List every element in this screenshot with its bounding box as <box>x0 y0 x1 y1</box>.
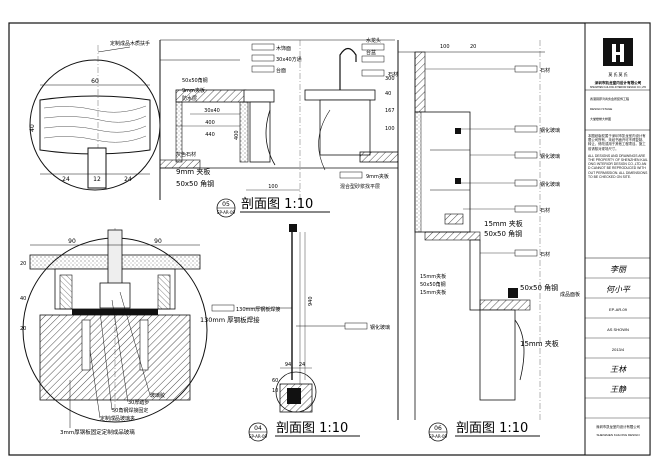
title-section-05: 剖面图 1:10 <box>241 197 313 212</box>
note-cn: 本图纸版权属于深圳市凯龙室内设计有限公司所有，未经书面许可不得复制、转让、修改或… <box>588 134 646 151</box>
s6-label-glass-2: 钢化玻璃 <box>540 153 560 160</box>
s6-label-ply-top: 15mm夹板 <box>420 273 446 280</box>
dim-24-left: 24 <box>62 176 70 183</box>
dim-90-left: 90 <box>68 238 76 245</box>
note-50x50-s6: 50x50 角钢 <box>484 229 522 238</box>
label-counter: 台面 <box>276 67 286 74</box>
label-grey-stone: 灰色石材 <box>176 151 196 158</box>
callout-04-ref: EP-AR-09 <box>249 434 268 439</box>
section-04: 940 94 24 60 10 钢化玻璃 130mm厚钢板焊接 130mm 厚钢… <box>200 224 390 442</box>
callout-05: 05 <box>222 201 230 208</box>
drawing-name: 大堂楼梯大样图 <box>590 116 611 121</box>
label-faucet: 水龙头 <box>366 37 381 44</box>
dim-60: 60 <box>91 78 99 85</box>
label-waterproof: 防水层 <box>182 95 197 102</box>
dim-40-side: 40 <box>385 91 391 97</box>
s6-label-ply-bottom: 15mm夹板 <box>420 289 446 296</box>
project-name: 香港铜锣湾商务会所装饰工程 <box>590 96 629 101</box>
label-steel-plate: 3mm厚钢板固定定制成品玻璃 <box>60 428 135 436</box>
detail-glass-base: 90 90 20 40 20 玻璃胶 30厚踏步 50角钢焊接固定 定制成品玻璃… <box>20 228 208 436</box>
dim-20-s6: 20 <box>470 44 476 50</box>
note-9mm: 9mm 夹板 <box>176 167 210 176</box>
date-value: 2013/4 <box>612 347 625 352</box>
dim-100-bottom: 100 <box>268 184 278 190</box>
handrail-label: 定制成品木质扶手 <box>110 40 150 47</box>
label-square-tube: 30x40方通 <box>276 56 302 63</box>
label-tempered-glass: 钢化玻璃 <box>370 324 390 331</box>
dim-167: 167 <box>385 108 395 114</box>
label-wood: 木饰面 <box>276 45 291 52</box>
label-ply9-r: 9mm夹板 <box>366 173 389 180</box>
label-angle-steel: 50角钢焊接固定 <box>112 407 148 414</box>
signature-1: 李丽 <box>610 265 628 274</box>
label-ply9: 9mm夹板 <box>182 87 205 94</box>
design-phase: DESIGN STAGE <box>590 107 612 111</box>
dim-400: 400 <box>205 120 215 126</box>
s6-label-glass-3: 钢化玻璃 <box>540 181 560 188</box>
signature-3: 王林 <box>610 365 627 374</box>
section-05: 30x40 400 440 100 300 40 400 167 100 木饰面… <box>159 37 399 218</box>
s6-label-stone: 石材 <box>540 67 550 74</box>
drawing-number: EP-AR-09 <box>609 307 628 312</box>
dim-940: 940 <box>308 296 314 306</box>
s6-label-panel: 成品面板 <box>560 291 580 298</box>
s6-label-glass-1: 钢化玻璃 <box>540 127 560 134</box>
label-stone: 石材 <box>388 71 398 78</box>
dim-94: 94 <box>285 362 291 368</box>
label-angle: 50x50角钢 <box>182 77 208 84</box>
note-15mm-top: 15mm 夹板 <box>484 219 523 228</box>
dim-60-s: 60 <box>272 378 278 384</box>
company-name-cn: 深圳市凯龙室内设计有限公司 <box>595 80 642 85</box>
signature-2: 何小平 <box>606 285 631 294</box>
callout-06: 06 <box>434 425 442 432</box>
label-glass-clip: 定制成品玻璃夹 <box>100 415 135 422</box>
s6-label-stone-3: 石材 <box>540 251 550 258</box>
dim-30x40: 30x40 <box>204 108 220 114</box>
dim-20-a: 20 <box>20 261 26 267</box>
title-block: 莫 氏 莫 氏 深圳市凯龙室内设计有限公司 SHENZHEN KAILONG I… <box>584 22 651 456</box>
dim-400-side: 400 <box>234 130 240 140</box>
logo-text: 莫 氏 莫 氏 <box>608 71 627 77</box>
dim-100-s6: 100 <box>440 44 450 50</box>
dim-24-s: 24 <box>299 362 305 368</box>
dim-100-side: 100 <box>385 126 395 132</box>
dim-90-right: 90 <box>154 238 162 245</box>
scale-value: AS SHOWN <box>607 327 629 332</box>
label-tread: 30厚踏步 <box>128 399 149 406</box>
s6-label-stone-2: 石材 <box>540 207 550 214</box>
title-section-04: 剖面图 1:10 <box>276 421 348 436</box>
label-basin: 台盆 <box>366 49 376 56</box>
callout-06-ref: EP-AR-09 <box>429 434 448 439</box>
dim-24-right: 24 <box>124 176 132 183</box>
label-steel-weld: 130mm厚钢板焊接 <box>236 306 280 313</box>
dim-10-s: 10 <box>272 388 278 394</box>
note-130mm: 130mm 厚钢板焊接 <box>200 315 260 324</box>
signature-4: 王静 <box>610 385 627 394</box>
callout-05-ref: EP-AR-09 <box>217 210 236 215</box>
dim-12: 12 <box>93 176 101 183</box>
note-en: ALL DESIGNS AND DRAWINGS ARE THE PROPERT… <box>588 153 648 179</box>
s6-label-angle: 50x50角钢 <box>420 281 446 288</box>
note-50x50: 50x50 角钢 <box>176 179 214 188</box>
detail-handrail: 60 24 12 24 40 定制成品木质扶手 <box>29 40 161 191</box>
footer-en: SHENZHEN KAILONG DESIGN <box>596 433 639 437</box>
dim-440: 440 <box>205 132 215 138</box>
title-section-06: 剖面图 1:10 <box>456 421 528 436</box>
dim-40: 40 <box>29 124 36 132</box>
section-06: 100 20 石材 钢化玻璃 钢化玻璃 钢化玻璃 石材 石材 15mm夹板 50… <box>397 40 580 442</box>
dim-300: 300 <box>385 76 395 82</box>
company-name-en: SHENZHEN KAILONG INTERIOR DESIGN CO.,LTD <box>590 86 647 89</box>
dim-20-c: 20 <box>20 326 26 332</box>
label-glass-glue: 玻璃胶 <box>150 392 165 399</box>
label-mortar: 混合型砂浆找平层 <box>340 183 380 190</box>
callout-04: 04 <box>254 425 262 432</box>
note-50x50-r: 50x50 角钢 <box>520 283 558 292</box>
footer-cn: 深圳市凯龙室内设计有限公司 <box>596 424 640 429</box>
dim-40-b: 40 <box>20 296 26 302</box>
note-15mm-bottom: 15mm 夹板 <box>520 339 559 348</box>
